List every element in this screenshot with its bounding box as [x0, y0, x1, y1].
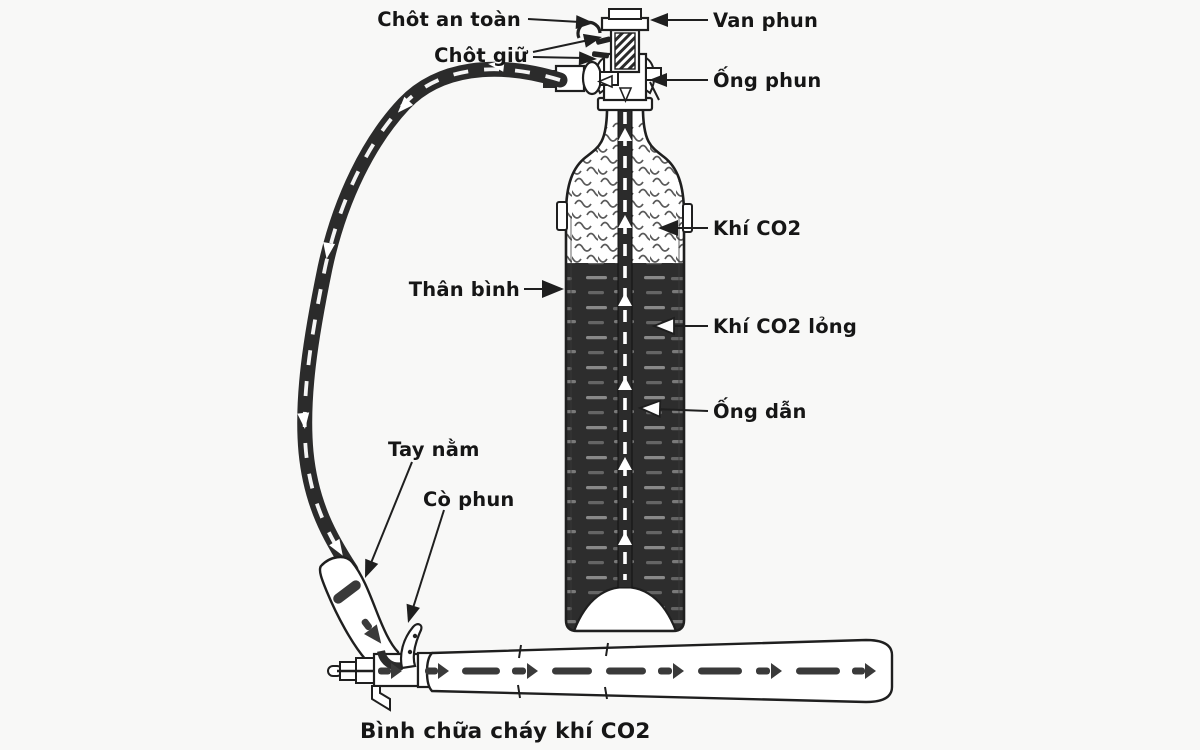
side-lug-left: [556, 201, 568, 231]
dip-tube: [617, 73, 633, 589]
trigger-pin-2: [412, 633, 418, 639]
arrowhead-liquid: [651, 316, 675, 336]
valve-top-knob: [608, 8, 642, 20]
arrowhead-retaining-pin-2: [578, 51, 597, 66]
trigger-guard: [371, 685, 391, 712]
label-discharge-valve: Van phun: [713, 9, 818, 32]
arrowhead-tank-body: [542, 280, 564, 298]
label-trigger: Cò phun: [423, 488, 515, 511]
retaining-pin-lower: [591, 51, 610, 59]
label-safety-pin: Chôt an toàn: [377, 8, 521, 31]
side-lug-right: [682, 203, 693, 233]
arrowhead-retaining-pin-1: [582, 33, 602, 48]
grip-arrow: [361, 618, 382, 644]
arrowhead-gas: [658, 220, 678, 236]
labels: Chôt an toàn Van phun Chôt giữ Ống phun …: [360, 8, 857, 744]
retaining-pin-upper: [595, 36, 611, 45]
hose-flow-dashes: [302, 67, 561, 572]
horn-flow-arrows: [378, 663, 876, 679]
valve-spring: [614, 32, 636, 70]
leader-lines: [365, 13, 709, 623]
diagram-caption: Bình chữa cháy khí CO2: [360, 719, 651, 744]
label-co2-gas: Khí CO2: [713, 217, 801, 240]
arrowhead-spray-tube: [649, 73, 667, 87]
label-spray-tube: Ống phun: [713, 66, 821, 92]
wing-nut: [581, 60, 603, 96]
horn-joints: [517, 642, 609, 700]
label-handle: Tay nằm: [388, 438, 480, 461]
cylinder-outline: [564, 102, 686, 633]
arrowhead-safety-pin: [575, 15, 594, 30]
label-dip-tube: Ống dẫn: [713, 397, 807, 423]
valve-assembly: [543, 8, 662, 112]
arrowhead-valve: [650, 13, 668, 27]
dip-tube-up-arrows: [618, 128, 632, 545]
label-liquid-co2: Khí CO2 lỏng: [713, 315, 857, 338]
gun-hose-channel: [377, 649, 403, 671]
arrowhead-trigger: [406, 603, 420, 623]
hose-flow-arrows: [297, 59, 505, 556]
grip-dash: [333, 580, 361, 604]
trigger-pin-1: [407, 649, 413, 655]
arrowhead-handle: [365, 558, 379, 578]
flow-arrow-to-hose: [596, 74, 613, 89]
grip-sleeve: [318, 555, 400, 668]
flow-arrow-down-neck: [618, 87, 633, 104]
label-tank-body: Thân bình: [409, 278, 520, 301]
label-retaining-pin: Chôt giữ: [434, 44, 529, 67]
valve-right-line: [649, 81, 660, 101]
arrowhead-dip-tube: [637, 399, 662, 419]
discharge-gun: [318, 555, 894, 712]
hose: [297, 59, 568, 578]
